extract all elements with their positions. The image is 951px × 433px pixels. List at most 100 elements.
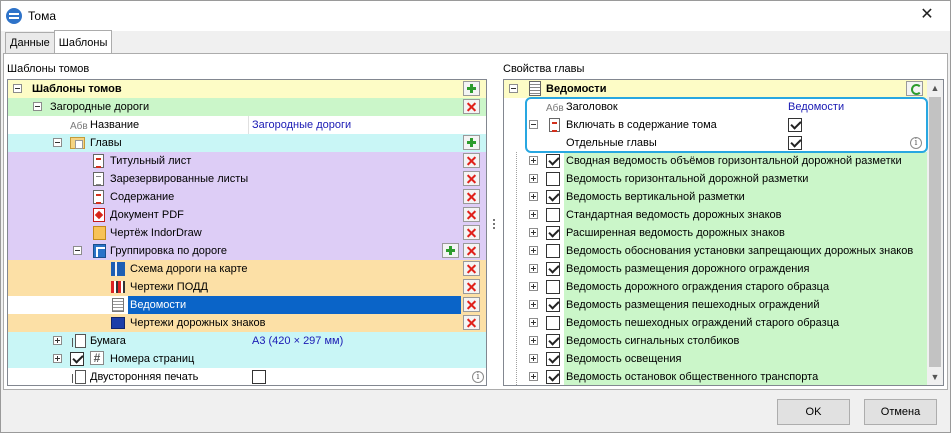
delete-icon[interactable] — [463, 225, 480, 240]
duplex-checkbox[interactable] — [252, 370, 266, 384]
page-numbers-checkbox[interactable] — [70, 352, 84, 366]
tree-root-row[interactable]: Шаблоны томов — [8, 80, 486, 98]
tree-row-road-group[interactable]: Загородные дороги — [8, 98, 486, 116]
props-root-row[interactable]: Ведомости — [504, 80, 927, 98]
scroll-up-icon[interactable]: ▲ — [930, 83, 940, 93]
expand-icon[interactable] — [529, 300, 538, 309]
name-value[interactable]: Загородные дороги — [252, 119, 352, 131]
collapse-icon[interactable] — [13, 84, 22, 93]
vedomosti-checkbox[interactable] — [546, 280, 560, 294]
add-icon[interactable] — [442, 243, 459, 258]
vedomosti-list-item[interactable]: Стандартная ведомость дорожных знаков — [504, 206, 927, 224]
vedomosti-list-item[interactable]: Сводная ведомость объёмов горизонтальной… — [504, 152, 927, 170]
expand-icon[interactable] — [529, 336, 538, 345]
close-icon[interactable]: ✕ — [920, 6, 934, 23]
vedomosti-checkbox[interactable] — [546, 208, 560, 222]
tree-row-contents[interactable]: Содержание — [8, 188, 486, 206]
expand-icon[interactable] — [529, 156, 538, 165]
expand-icon[interactable] — [529, 228, 538, 237]
vedomosti-list-item[interactable]: Ведомость вертикальной разметки — [504, 188, 927, 206]
tree-row-chapters[interactable]: Главы — [8, 134, 486, 152]
expand-icon[interactable] — [529, 354, 538, 363]
collapse-icon[interactable] — [529, 120, 538, 129]
include-checkbox[interactable] — [788, 118, 802, 132]
expand-icon[interactable] — [529, 264, 538, 273]
add-icon[interactable] — [463, 81, 480, 96]
templates-tree[interactable]: Шаблоны томов Загородные дороги Абв Назв… — [7, 79, 487, 386]
vedomosti-checkbox[interactable] — [546, 316, 560, 330]
chapter-properties-tree[interactable]: Ведомости Абв Заголовок Ведомости Включа… — [503, 79, 944, 386]
vedomosti-list-item[interactable]: Расширенная ведомость дорожных знаков — [504, 224, 927, 242]
prop-row-include[interactable]: Включать в содержание тома — [504, 116, 927, 134]
scroll-down-icon[interactable]: ▼ — [930, 372, 940, 382]
add-icon[interactable] — [463, 135, 480, 150]
tree-row-duplex[interactable]: Двусторонняя печать i — [8, 368, 486, 385]
vedomosti-checkbox[interactable] — [546, 298, 560, 312]
prop-row-title[interactable]: Абв Заголовок Ведомости — [504, 98, 927, 116]
expand-icon[interactable] — [529, 210, 538, 219]
tree-row-grouping[interactable]: Группировка по дороге — [8, 242, 486, 260]
tree-row-reserved[interactable]: Зарезервированные листы — [8, 170, 486, 188]
refresh-icon[interactable] — [906, 81, 923, 96]
tree-row-vedomosti[interactable]: Ведомости — [8, 296, 486, 314]
delete-icon[interactable] — [463, 279, 480, 294]
vedomosti-checkbox[interactable] — [546, 352, 560, 366]
expand-icon[interactable] — [53, 354, 62, 363]
tree-row-map[interactable]: Схема дороги на карте — [8, 260, 486, 278]
delete-icon[interactable] — [463, 315, 480, 330]
delete-icon[interactable] — [463, 297, 480, 312]
vedomosti-list-item[interactable]: Ведомость сигнальных столбиков — [504, 332, 927, 350]
prop-row-separate[interactable]: Отдельные главы i — [504, 134, 927, 152]
vedomosti-list-item[interactable]: Ведомость размещения пешеходных огражден… — [504, 296, 927, 314]
expand-icon[interactable] — [529, 318, 538, 327]
collapse-icon[interactable] — [509, 84, 518, 93]
vedomosti-list-item[interactable]: Ведомость дорожного ограждения старого о… — [504, 278, 927, 296]
vedomosti-checkbox[interactable] — [546, 226, 560, 240]
expand-icon[interactable] — [529, 192, 538, 201]
vedomosti-checkbox[interactable] — [546, 262, 560, 276]
cancel-button[interactable]: Отмена — [864, 399, 937, 425]
vedomosti-list-item[interactable]: Ведомость горизонтальной дорожной размет… — [504, 170, 927, 188]
vedomosti-checkbox[interactable] — [546, 154, 560, 168]
vedomosti-list-item[interactable]: Ведомость обоснования установки запрещаю… — [504, 242, 927, 260]
scroll-thumb[interactable] — [929, 97, 941, 367]
vedomosti-checkbox[interactable] — [546, 172, 560, 186]
vedomosti-list-item[interactable]: Ведомость освещения — [504, 350, 927, 368]
tree-row-signs[interactable]: Чертежи дорожных знаков — [8, 314, 486, 332]
vedomosti-checkbox[interactable] — [546, 370, 560, 384]
delete-icon[interactable] — [463, 207, 480, 222]
expand-icon[interactable] — [529, 372, 538, 381]
tree-row-paper[interactable]: Бумага А3 (420 × 297 мм) — [8, 332, 486, 350]
delete-icon[interactable] — [463, 99, 480, 114]
expand-icon[interactable] — [529, 174, 538, 183]
vedomosti-checkbox[interactable] — [546, 190, 560, 204]
scrollbar[interactable]: ▲ ▼ — [927, 80, 943, 385]
tree-row-indordraw[interactable]: Чертёж IndorDraw — [8, 224, 486, 242]
expand-icon[interactable] — [53, 336, 62, 345]
vedomosti-list-item[interactable]: Ведомость размещения дорожного ограждени… — [504, 260, 927, 278]
info-icon[interactable]: i — [472, 371, 484, 383]
tree-row-pdf[interactable]: Документ PDF — [8, 206, 486, 224]
vedomosti-list-item[interactable]: Ведомость остановок общественного трансп… — [504, 368, 927, 385]
delete-icon[interactable] — [463, 261, 480, 276]
delete-icon[interactable] — [463, 243, 480, 258]
collapse-icon[interactable] — [33, 102, 42, 111]
delete-icon[interactable] — [463, 189, 480, 204]
info-icon[interactable]: i — [910, 137, 922, 149]
collapse-icon[interactable] — [73, 246, 82, 255]
tree-row-name[interactable]: Абв Название Загородные дороги — [8, 116, 486, 134]
prop-title-value[interactable]: Ведомости — [788, 101, 845, 113]
tab-data[interactable]: Данные — [5, 32, 55, 53]
vedomosti-checkbox[interactable] — [546, 244, 560, 258]
collapse-icon[interactable] — [53, 138, 62, 147]
tree-row-page-numbers[interactable]: # Номера страниц — [8, 350, 486, 368]
paper-value[interactable]: А3 (420 × 297 мм) — [252, 335, 344, 347]
ok-button[interactable]: OK — [777, 399, 850, 425]
separate-checkbox[interactable] — [788, 136, 802, 150]
tree-row-podd[interactable]: Чертежи ПОДД — [8, 278, 486, 296]
vedomosti-checkbox[interactable] — [546, 334, 560, 348]
tree-row-title-sheet[interactable]: Титульный лист — [8, 152, 486, 170]
tab-templates[interactable]: Шаблоны — [53, 30, 113, 53]
delete-icon[interactable] — [463, 153, 480, 168]
splitter-handle[interactable] — [493, 219, 496, 231]
